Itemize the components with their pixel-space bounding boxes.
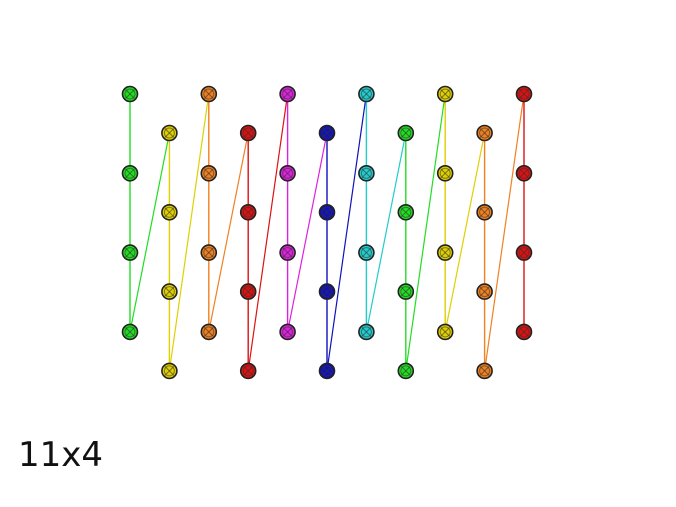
grid-point bbox=[161, 124, 178, 142]
grid-point bbox=[239, 283, 257, 300]
grid-point bbox=[397, 124, 415, 142]
grid-point bbox=[358, 244, 375, 261]
connection-lines bbox=[129, 93, 525, 371]
grid-point bbox=[200, 165, 218, 182]
grid-point bbox=[121, 323, 139, 341]
grid-point bbox=[515, 244, 533, 261]
grid-size-caption: 11x4 bbox=[18, 435, 104, 475]
grid-point bbox=[476, 362, 493, 380]
grid-point bbox=[279, 165, 296, 182]
diagonal-line bbox=[365, 132, 407, 333]
grid-point bbox=[121, 165, 139, 182]
grid-point bbox=[279, 85, 296, 103]
grid-point bbox=[279, 244, 296, 261]
diagonal-line bbox=[405, 93, 446, 371]
grid-point bbox=[200, 323, 218, 341]
grid-point bbox=[358, 323, 375, 341]
grid-point bbox=[239, 204, 257, 221]
grid-point bbox=[239, 362, 257, 380]
detected-points bbox=[121, 85, 533, 380]
diagonal-line bbox=[287, 132, 328, 333]
grid-point bbox=[318, 283, 336, 300]
grid-point bbox=[397, 204, 415, 221]
grid-point bbox=[121, 85, 139, 103]
grid-point bbox=[358, 165, 375, 182]
grid-point bbox=[515, 165, 533, 182]
grid-point bbox=[436, 85, 454, 103]
grid-point bbox=[200, 85, 218, 103]
grid-point bbox=[279, 323, 296, 341]
grid-point bbox=[515, 85, 533, 103]
grid-point bbox=[161, 283, 178, 300]
grid-point bbox=[436, 165, 454, 182]
grid-point bbox=[436, 244, 454, 261]
grid-point bbox=[476, 283, 493, 300]
diagonal-line bbox=[168, 93, 210, 371]
diagonal-line bbox=[129, 132, 170, 333]
grid-point bbox=[161, 204, 178, 221]
grid-point bbox=[318, 204, 336, 221]
diagonal-line bbox=[247, 93, 289, 371]
grid-point bbox=[239, 124, 257, 142]
grid-point bbox=[318, 124, 336, 142]
grid-point bbox=[397, 362, 415, 380]
diagonal-line bbox=[208, 132, 249, 333]
grid-point bbox=[397, 283, 415, 300]
diagonal-line bbox=[444, 132, 486, 333]
diagonal-line bbox=[484, 93, 525, 371]
grid-point bbox=[161, 362, 178, 380]
diagonal-line bbox=[326, 93, 367, 371]
grid-point bbox=[200, 244, 218, 261]
grid-point bbox=[358, 85, 375, 103]
grid-point bbox=[476, 204, 493, 221]
grid-point bbox=[476, 124, 493, 142]
grid-point bbox=[318, 362, 336, 380]
grid-point bbox=[515, 323, 533, 341]
grid-point bbox=[121, 244, 139, 261]
grid-point bbox=[436, 323, 454, 341]
